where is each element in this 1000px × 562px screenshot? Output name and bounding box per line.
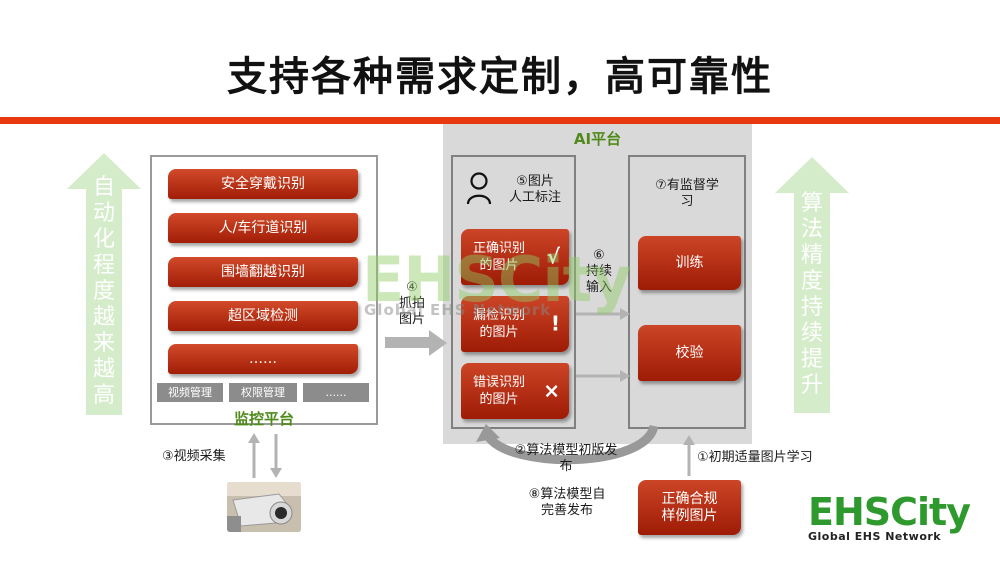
card-missed: 漏检识别的图片 ! [461, 296, 569, 352]
sample-l2: 样例图片 [661, 507, 718, 524]
step6-label: ⑥ 持续 输入 [579, 248, 619, 296]
right-vtext-char-1: 法 [800, 217, 823, 242]
step4-label: ④ 抓拍 图片 [392, 280, 432, 328]
left-vtext-char-4: 度 [92, 279, 115, 304]
step2-line2: 布 [559, 459, 573, 474]
monitor-platform-box [150, 155, 378, 425]
monitor-item-zone: 超区域检测 [168, 301, 358, 331]
left-vtext-char-2: 化 [92, 227, 115, 252]
step5-label: ⑤图片 人工标注 [497, 174, 573, 206]
left-vtext-char-6: 来 [92, 331, 115, 356]
step7-line2: 习 [680, 194, 694, 209]
left-vtext-char-3: 程 [92, 253, 115, 278]
exclamation-icon: ! [550, 311, 560, 336]
left-vtext-char-1: 动 [92, 201, 115, 226]
step7-line1: ⑦有监督学 [655, 178, 719, 193]
monitor-item-lane: 人/车行道识别 [168, 213, 358, 243]
step8-line2: 完善发布 [540, 503, 593, 518]
train-card: 训练 [638, 236, 741, 290]
chip-more: ...... [303, 383, 369, 402]
card-correct-l2: 的图片 [479, 258, 519, 273]
right-vtext-char-6: 提 [800, 347, 823, 372]
left-vtext-char-5: 越 [92, 305, 115, 330]
step4-line1: 抓拍 [398, 296, 425, 311]
step4-line2: 图片 [398, 312, 425, 327]
step5-line2: 人工标注 [508, 190, 561, 205]
ehscity-logo: EHSCity [808, 490, 971, 534]
step3-label: ③视频采集 [162, 449, 226, 464]
watermark-logo: EHSCity [362, 243, 632, 316]
sample-l1: 正确合规 [661, 490, 718, 507]
ai-platform-title: AI平台 [573, 130, 622, 148]
monitor-item-wall-climb: 围墙翻越识别 [168, 257, 358, 287]
step4-num: ④ [406, 280, 418, 295]
right-vtext-char-2: 精 [800, 243, 823, 268]
step6-line1: 持续 [585, 264, 612, 279]
left-arrow-text: 自动化程度越来越高 [90, 175, 118, 409]
page-title: 支持各种需求定制，高可靠性 [227, 54, 773, 100]
monitor-item-safety-wear: 安全穿戴识别 [168, 169, 358, 199]
card-wrong-l2: 的图片 [479, 392, 519, 407]
right-up-arrow: 算法精度持续提升 [775, 157, 849, 413]
supervised-box [628, 155, 746, 429]
step6-num: ⑥ [593, 248, 605, 263]
card-wrong-l1: 错误识别 [472, 375, 525, 390]
camera-icon [227, 482, 301, 532]
verify-card: 校验 [638, 325, 741, 381]
right-vtext-char-3: 度 [800, 269, 823, 294]
step4-arrow [385, 330, 447, 356]
card-correct: 正确识别的图片 √ [461, 229, 569, 285]
ehscity-tagline: Global EHS Network [808, 530, 942, 543]
title-underline [0, 117, 1000, 124]
monitor-platform-label: 监控平台 [233, 410, 294, 428]
left-vtext-char-0: 自 [92, 175, 115, 200]
step8-label: ⑧算法模型自 完善发布 [519, 487, 615, 519]
release-curve-arrow [476, 424, 659, 465]
cross-icon: × [543, 378, 560, 403]
card-missed-l1: 漏检识别 [472, 308, 525, 323]
step2-label: ②算法模型初版发 布 [507, 443, 625, 475]
step8-line1: ⑧算法模型自 [528, 487, 606, 502]
card-wrong: 错误识别的图片 × [461, 363, 569, 419]
step5-line1: ⑤图片 [516, 174, 554, 189]
left-vtext-char-7: 越 [92, 357, 115, 382]
sample-card: 正确合规样例图片 [638, 480, 741, 535]
step1-arrow [683, 435, 695, 476]
step7-label: ⑦有监督学 习 [630, 178, 744, 210]
right-vtext-char-4: 持 [800, 295, 823, 320]
video-collect-arrows [248, 433, 282, 478]
step6-line2: 输入 [585, 280, 612, 295]
person-icon [466, 172, 492, 205]
chip-video-mgmt: 视频管理 [157, 383, 223, 402]
chip-permission-mgmt: 权限管理 [229, 383, 297, 402]
left-up-arrow: 自动化程度越来越高 [67, 153, 141, 415]
right-vtext-char-5: 续 [800, 321, 823, 346]
monitor-item-more: …… [168, 344, 358, 374]
check-icon: √ [546, 244, 560, 269]
left-vtext-char-8: 高 [92, 383, 115, 408]
card-correct-l1: 正确识别 [472, 241, 525, 256]
card-missed-l2: 的图片 [479, 325, 519, 340]
right-vtext-char-0: 算 [800, 191, 823, 216]
watermark-tagline: Global EHS Network [364, 301, 552, 319]
right-arrow-text: 算法精度持续提升 [798, 191, 826, 399]
step1-label: ①初期适量图片学习 [697, 450, 813, 465]
camera-image [227, 482, 301, 532]
step6-arrows [576, 308, 630, 382]
right-vtext-char-7: 升 [800, 373, 823, 398]
step2-line1: ②算法模型初版发 [514, 443, 618, 458]
